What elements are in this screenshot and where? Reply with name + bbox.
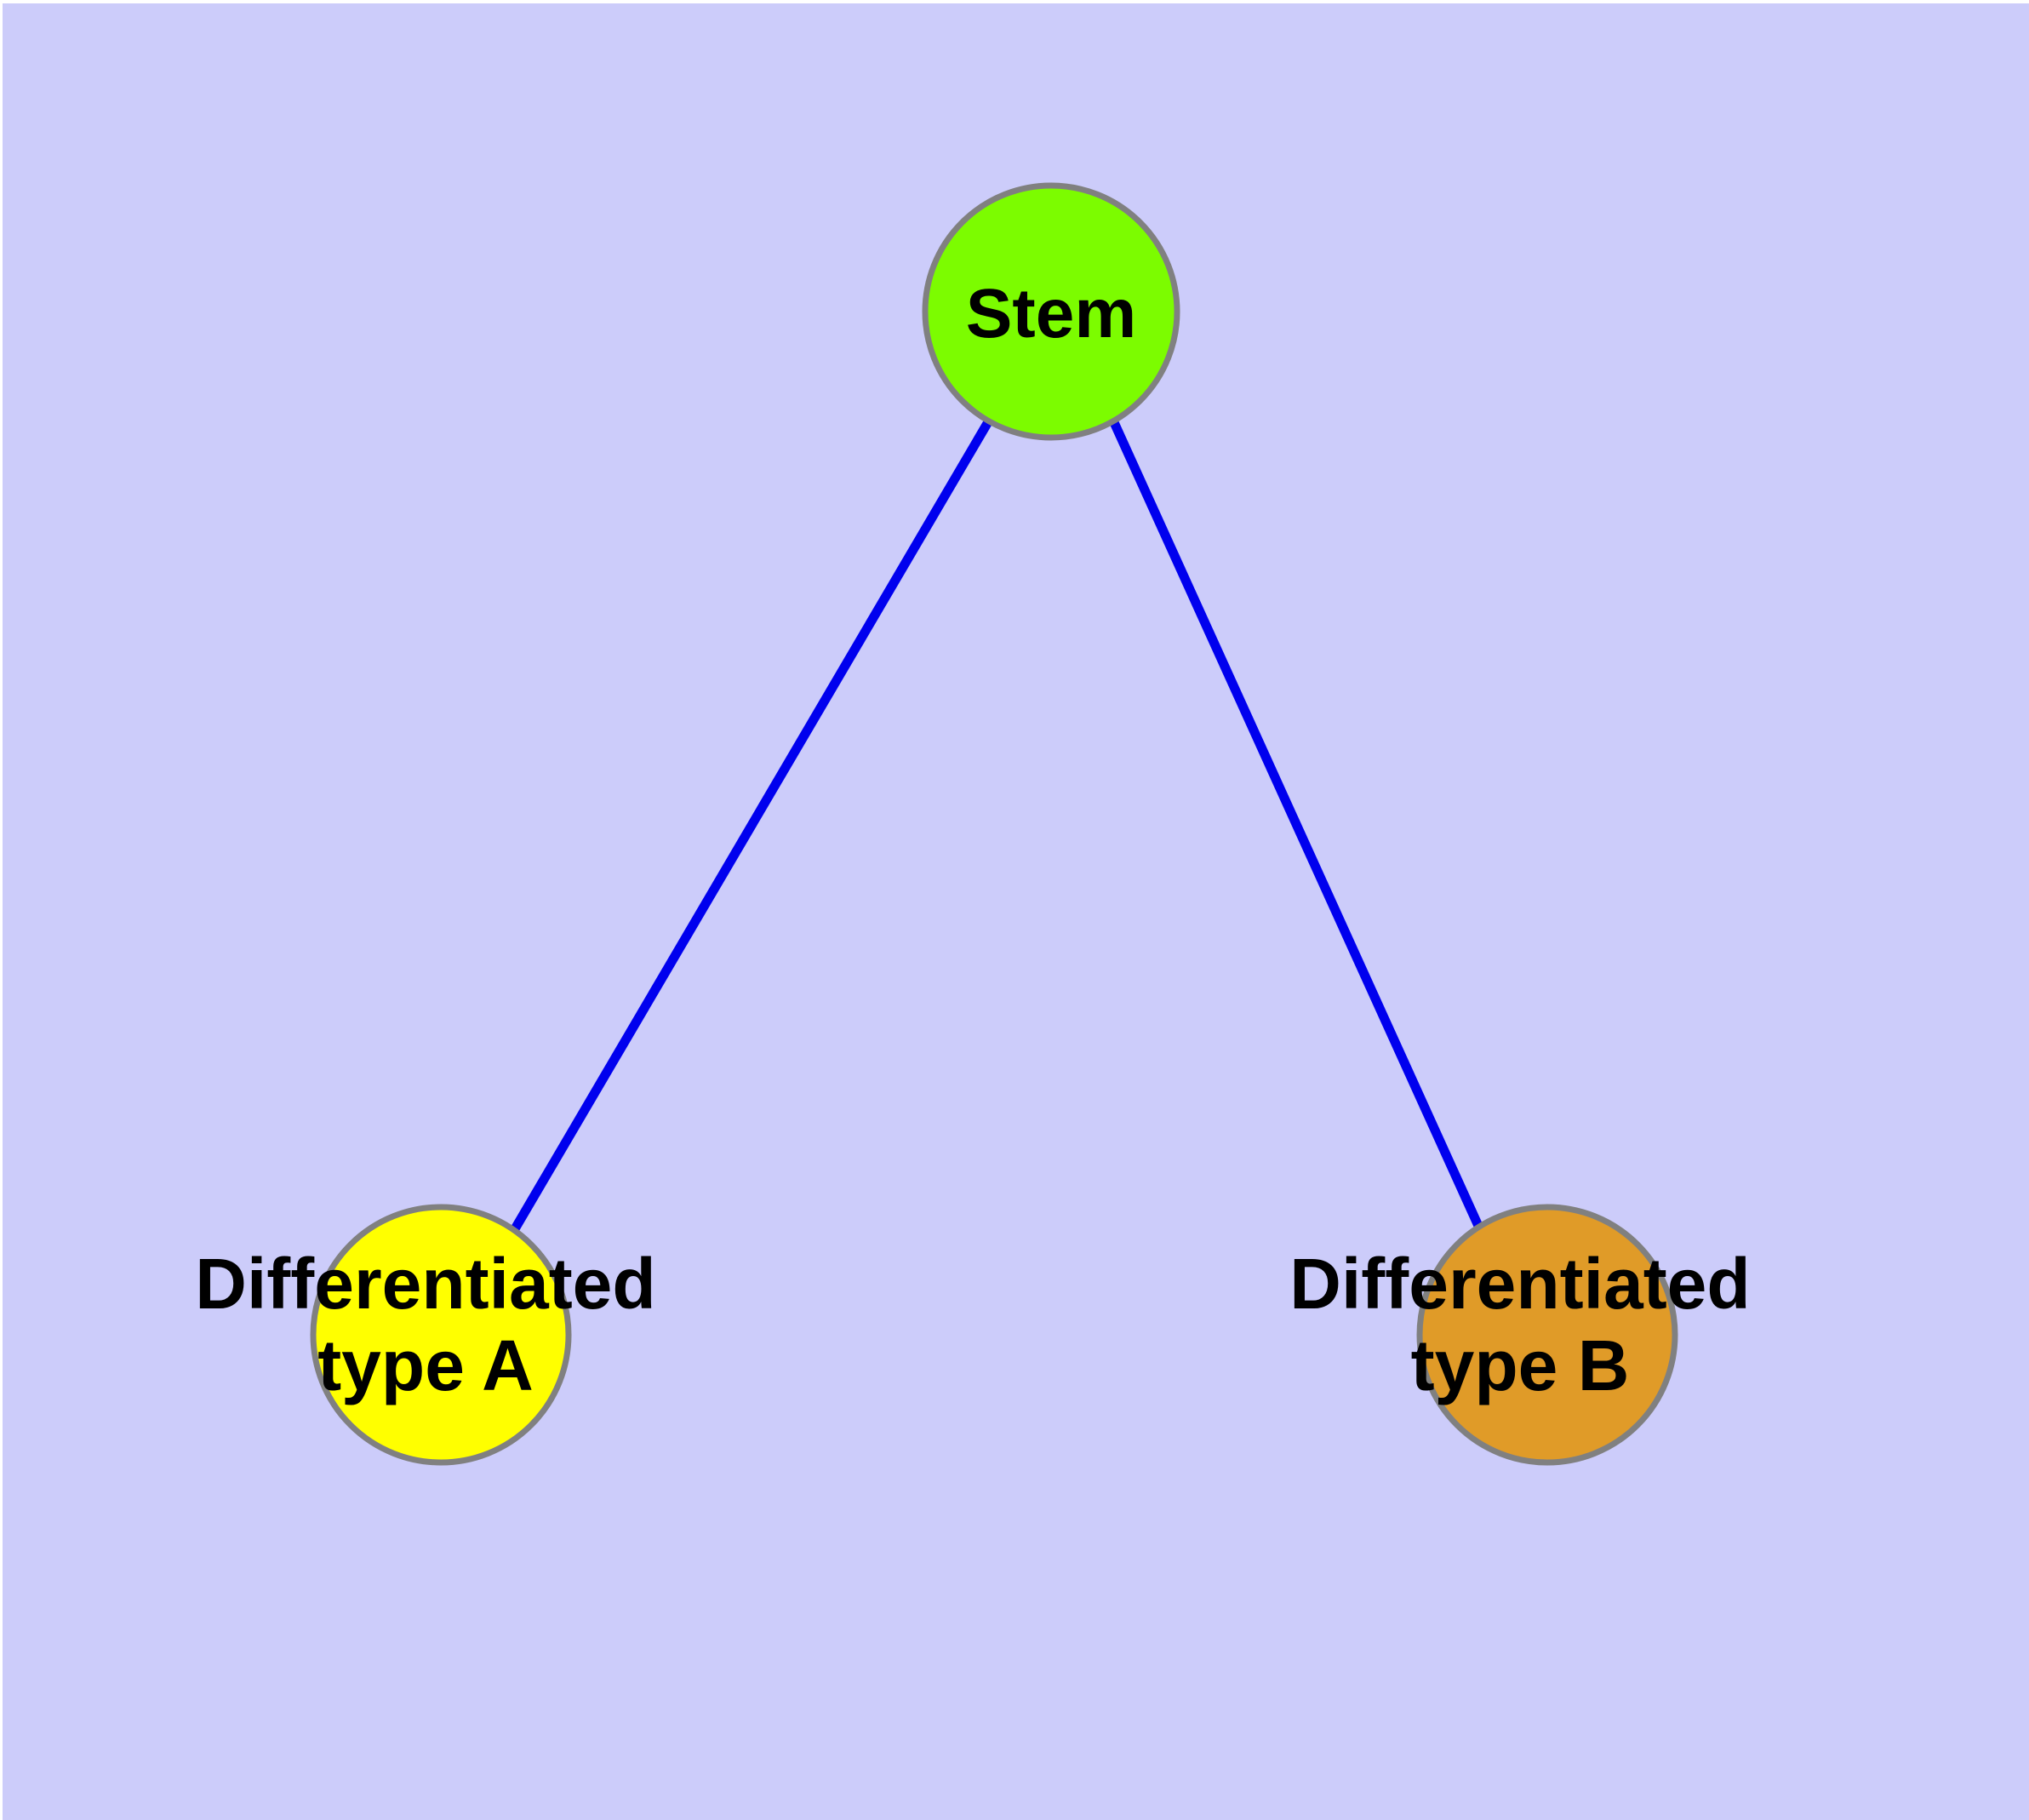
node-differentiated-type-b[interactable]	[1416, 1204, 1678, 1466]
node-label-line: Differentiated	[1289, 1244, 1750, 1324]
node-label-line: Stem	[966, 275, 1137, 352]
node-label-stem: Stem	[966, 275, 1137, 352]
edge-stem-to-type-b[interactable]	[1108, 418, 1483, 1228]
node-label-line: type B	[1411, 1325, 1630, 1405]
node-stem[interactable]	[922, 182, 1180, 441]
node-label-line: Differentiated	[195, 1244, 655, 1324]
node-differentiated-type-a[interactable]	[310, 1204, 572, 1466]
edge-stem-to-type-a[interactable]	[509, 418, 993, 1234]
node-label-line: type A	[317, 1325, 534, 1405]
